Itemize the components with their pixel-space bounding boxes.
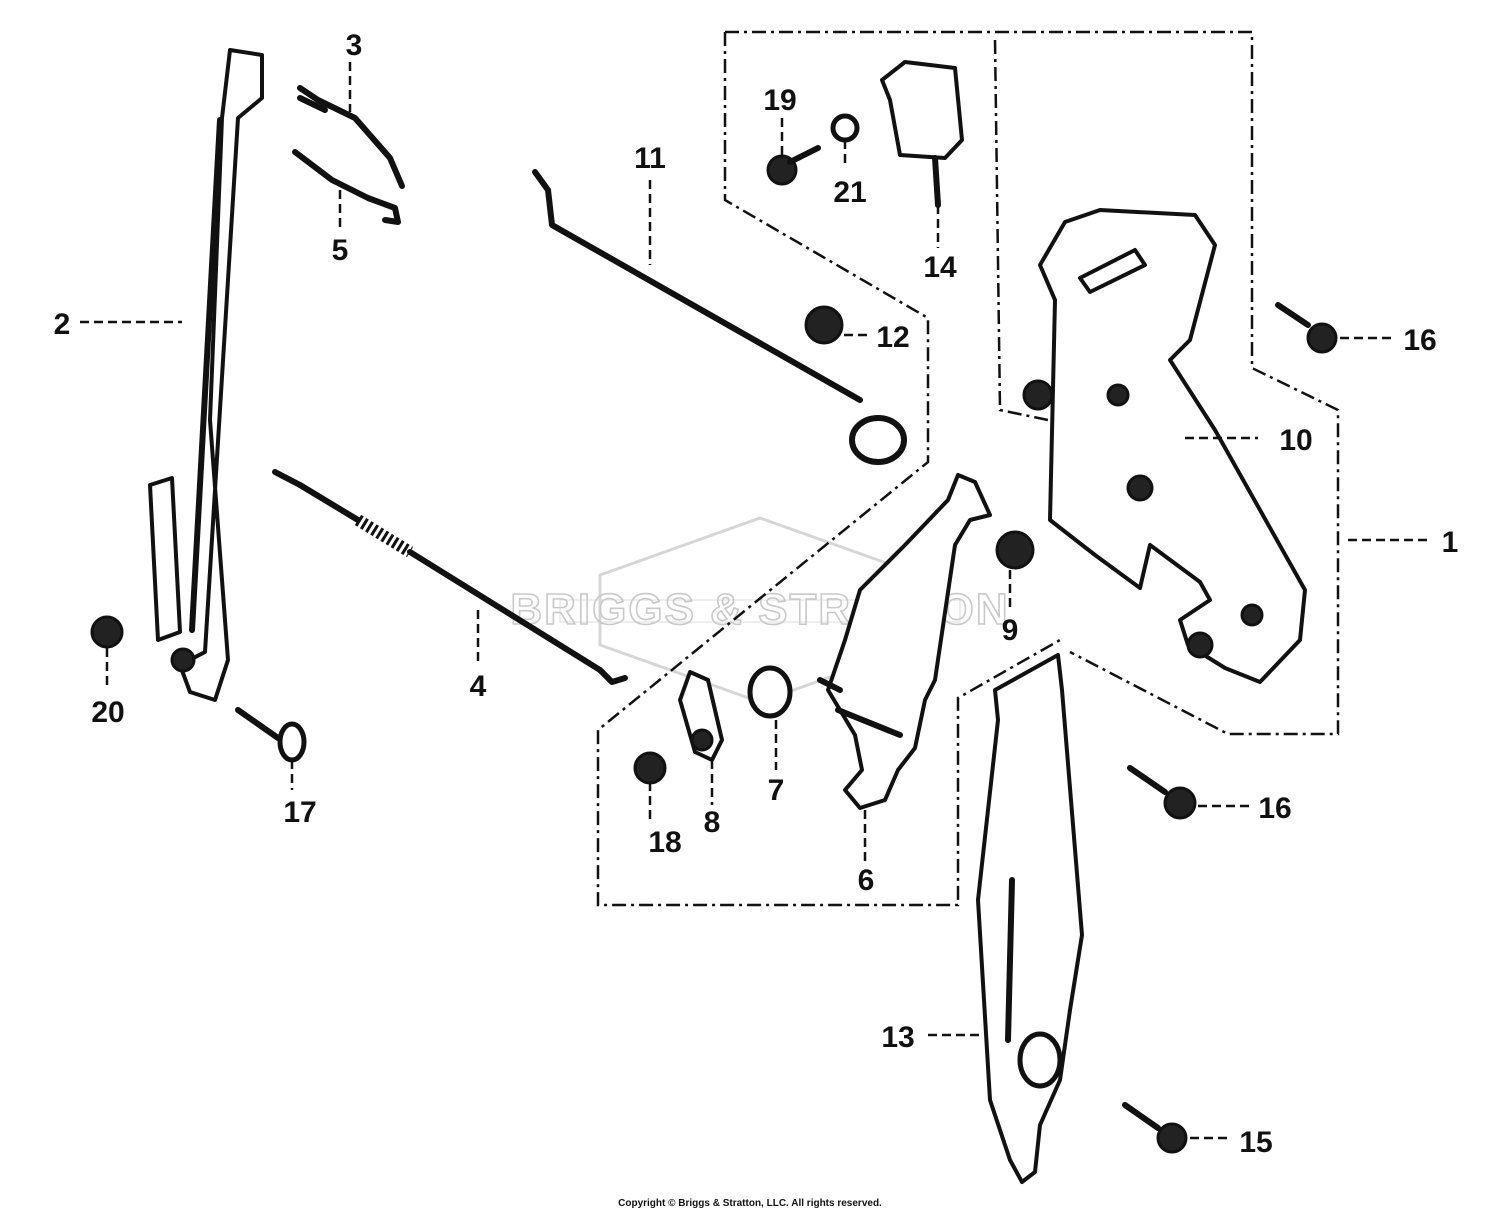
callout-12: 12 [876,321,909,354]
copyright-notice: Copyright © Briggs & Stratton, LLC. All … [618,1198,882,1209]
callout-13: 13 [881,1021,914,1054]
callout-21: 21 [833,176,866,209]
callout-1: 1 [1442,526,1459,559]
part-15-bolt-icon [1122,1102,1188,1154]
part-14-stop-switch [880,60,964,208]
part-5-spring [292,149,401,225]
callout-5: 5 [332,234,349,267]
part-11-governor-rod [532,169,907,465]
callout-11: 11 [634,142,666,175]
part-21-washer-icon [830,113,860,143]
part-2-throttle-link-rod [148,48,264,702]
assembly-frame [596,30,1340,907]
part-7-washer-icon [747,665,793,719]
callout-19: 19 [763,84,796,117]
part-20-nut-icon [90,615,124,649]
callout-10: 10 [1279,424,1312,457]
part-6-governor-lever [817,473,992,810]
callout-2: 2 [54,308,71,341]
part-10-control-bracket [1022,208,1307,684]
part-16-bolt-lower-icon [1127,765,1197,820]
callout-4: 4 [470,670,487,703]
part-4-spring-link [272,469,628,685]
callout-7: 7 [768,774,785,807]
callout-9: 9 [1002,614,1019,647]
part-13-control-lever [976,653,1084,1184]
part-3-spring-clip [297,85,405,189]
callout-16-upper: 16 [1403,324,1436,357]
callout-18: 18 [648,826,681,859]
callout-3: 3 [346,29,363,62]
callout-16-lower: 16 [1258,792,1291,825]
leader-lines [80,62,1432,1140]
part-16-bolt-upper-icon [1275,302,1338,354]
part-9-nut-icon [995,530,1035,570]
callout-8: 8 [704,806,721,839]
part-19-bolt-icon [766,145,821,186]
part-18-nut-icon [633,751,667,785]
part-17-bolt-icon [235,707,307,763]
callout-14: 14 [923,251,957,284]
callout-15: 15 [1239,1126,1272,1159]
callout-17: 17 [283,796,316,829]
part-12-nut-icon [804,305,844,345]
callout-numbers: 1 2 3 4 5 6 7 8 9 10 11 12 13 14 15 16 1… [54,29,1459,1159]
callout-6: 6 [858,864,875,897]
callout-20: 20 [91,696,124,729]
